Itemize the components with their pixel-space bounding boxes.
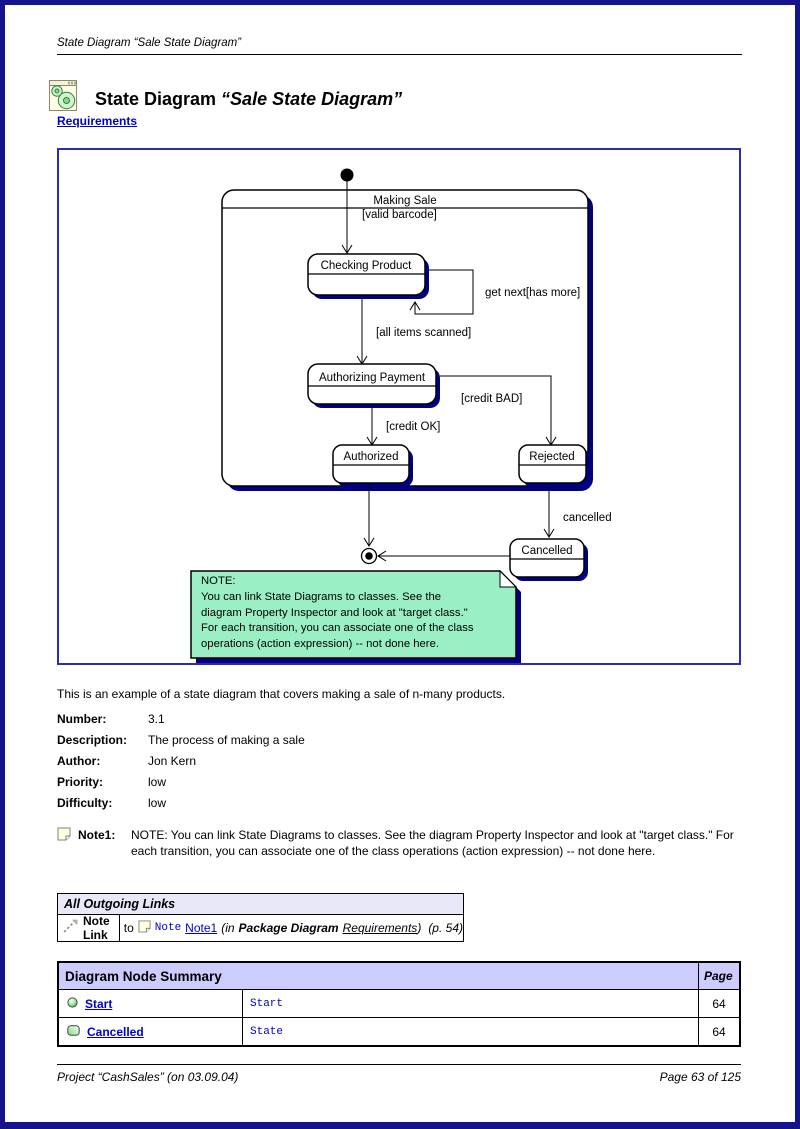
field-value: 3.1	[148, 712, 165, 726]
state-diagram-canvas: Making Sale [valid barcode] Checking Pro…	[190, 168, 612, 663]
field-number: Number: 3.1	[57, 712, 305, 733]
link-kind-label: Note Link	[83, 914, 110, 942]
running-header: State Diagram “Sale State Diagram”	[57, 37, 242, 49]
table-row: Cancelled State 64	[59, 1018, 739, 1045]
state-rejected: Rejected	[518, 444, 590, 487]
final-state	[360, 547, 378, 565]
field-priority: Priority: low	[57, 775, 305, 796]
note-link-icon	[62, 919, 78, 937]
state-cancelled: Cancelled	[509, 538, 588, 581]
node-summary-header: Diagram Node Summary Page	[59, 963, 739, 990]
note-line: operations (action expression) -- not do…	[201, 638, 439, 650]
field-value: Jon Kern	[148, 754, 197, 768]
state-label: Cancelled	[521, 545, 572, 557]
paren-close: )	[417, 921, 422, 935]
page-ref: (p. 54)	[428, 921, 463, 935]
transition-authorized-final	[363, 487, 375, 547]
transition-label-all-items: [all items scanned]	[376, 327, 471, 339]
link-kind-cell: Note Link	[58, 914, 120, 942]
node-page-cell: 64	[712, 1024, 726, 1039]
footer-project: Project “CashSales” (on 03.09.04)	[57, 1070, 239, 1084]
container-link[interactable]: Requirements	[342, 921, 418, 935]
self-transition-get-next	[409, 269, 474, 315]
node-type-cell: Start	[243, 990, 699, 1017]
paren-in: (in	[221, 921, 235, 935]
state-authorized: Authorized	[332, 444, 413, 487]
node-page-cell: 64	[712, 996, 726, 1011]
transition-cancelled	[543, 487, 555, 538]
header-rule	[57, 54, 742, 55]
state-label: Authorized	[344, 451, 399, 463]
property-fields: Number: 3.1 Description: The process of …	[57, 712, 305, 817]
field-value: low	[148, 796, 167, 810]
table-row: Note Link to Note Note1 (in Package Diag…	[58, 914, 463, 942]
start-link[interactable]: Start	[85, 996, 113, 1011]
table-row: Start Start 64	[59, 990, 739, 1018]
to-word: to	[123, 921, 134, 935]
field-label: Priority:	[57, 775, 104, 789]
initial-state	[340, 168, 354, 254]
node-type: Start	[250, 997, 284, 1010]
transition-label-cancelled: cancelled	[563, 512, 612, 524]
state-authorizing-payment: Authorizing Payment	[307, 363, 440, 408]
target-type: Note	[154, 922, 182, 934]
note-line: diagram Property Inspector and look at "…	[201, 607, 468, 619]
footer-page-number: Page 63 of 125	[659, 1070, 741, 1084]
link-target-cell: to Note Note1 (in Package Diagram Requir…	[120, 920, 463, 936]
node-summary-title: Diagram Node Summary	[65, 968, 222, 984]
outgoing-links-header: All Outgoing Links	[58, 894, 463, 915]
outgoing-links-table: All Outgoing Links Note Link to	[57, 893, 464, 942]
state-label: Authorizing Payment	[319, 372, 426, 384]
state-checking-product: Checking Product	[307, 253, 429, 299]
node-type-cell: State	[243, 1018, 699, 1045]
field-label: Description:	[57, 733, 128, 747]
footer-rule	[57, 1064, 741, 1065]
field-description: Description: The process of making a sal…	[57, 733, 305, 754]
page-column-header: Page	[698, 963, 739, 989]
transition-label-get-next: get next[has more]	[485, 287, 580, 299]
field-value: The process of making a sale	[148, 733, 305, 747]
description-paragraph: This is an example of a state diagram th…	[57, 687, 506, 701]
transition-cancelled-final	[377, 550, 510, 562]
note-line: For each transition, you can associate o…	[201, 622, 474, 634]
page-title: State Diagram“Sale State Diagram”	[95, 89, 402, 110]
note1-text: NOTE: You can link State Diagrams to cla…	[131, 828, 734, 858]
transition-label-valid-barcode: [valid barcode]	[362, 209, 437, 221]
note1-label: Note1:	[78, 828, 116, 842]
note-line: NOTE:	[201, 575, 236, 587]
node-name-cell: Cancelled	[59, 1018, 243, 1045]
state-label: Making Sale	[373, 195, 436, 207]
state-label: Rejected	[529, 451, 574, 463]
container-type: Package Diagram	[238, 921, 339, 935]
state-label: Checking Product	[321, 260, 413, 272]
field-label: Difficulty:	[57, 796, 113, 810]
node-name-cell: Start	[59, 990, 243, 1017]
state-node-icon	[67, 1024, 80, 1039]
note-icon	[138, 920, 151, 936]
note1-link[interactable]: Note1	[185, 921, 218, 935]
page-footer: Project “CashSales” (on 03.09.04) Page 6…	[57, 1070, 741, 1084]
field-difficulty: Difficulty: low	[57, 796, 305, 817]
note-icon	[57, 827, 71, 846]
node-summary-table: Diagram Node Summary Page Start Start 64	[57, 961, 741, 1047]
field-author: Author: Jon Kern	[57, 754, 305, 775]
cancelled-link[interactable]: Cancelled	[87, 1024, 144, 1039]
requirements-link[interactable]: Requirements	[57, 114, 138, 128]
field-value: low	[148, 775, 167, 789]
page-title-prefix: State Diagram	[95, 89, 217, 109]
start-node-icon	[67, 996, 78, 1011]
transition-label-credit-bad: [credit BAD]	[461, 393, 522, 405]
field-label: Number:	[57, 712, 107, 726]
page-title-name: “Sale State Diagram”	[221, 89, 403, 109]
state-diagram-icon	[48, 76, 80, 117]
diagram-container: Making Sale [valid barcode] Checking Pro…	[57, 148, 741, 665]
transition-label-credit-ok: [credit OK]	[386, 421, 440, 433]
diagram-note: NOTE: You can link State Diagrams to cla…	[190, 569, 521, 663]
note-line: You can link State Diagrams to classes. …	[201, 591, 441, 603]
field-label: Author:	[57, 754, 101, 768]
node-type: State	[250, 1025, 284, 1038]
